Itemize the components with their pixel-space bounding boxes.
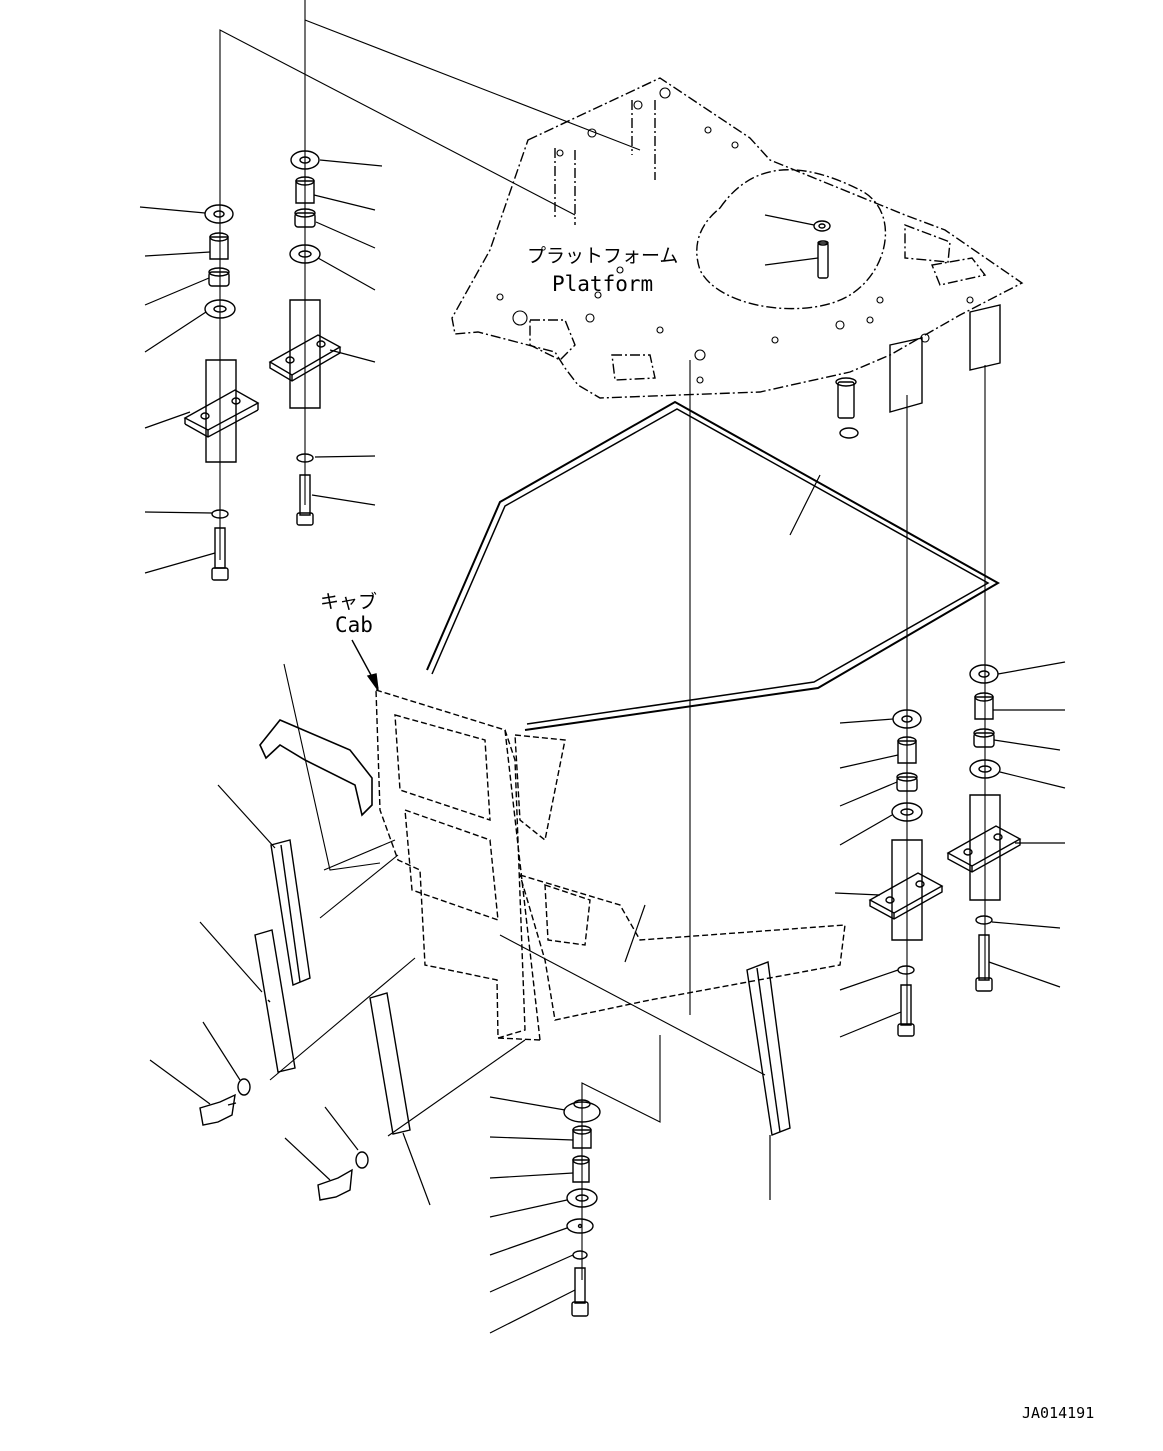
platform-label-jp: プラットフォーム xyxy=(527,245,679,267)
assembly-center-lines xyxy=(220,0,985,1280)
platform-outline xyxy=(452,78,1022,398)
trim-strip-1 xyxy=(271,840,310,985)
cab-pointer-arrow xyxy=(352,640,378,690)
seal-strip xyxy=(427,402,998,730)
mount-stack-right-2 xyxy=(948,665,1020,991)
trim-plate-2 xyxy=(255,930,295,1072)
mount-stack-left-1 xyxy=(185,205,258,580)
platform-spacer-blocks xyxy=(890,305,1000,412)
bolt-left-2 xyxy=(318,1152,368,1200)
bolt-left-1 xyxy=(200,1079,250,1125)
platform-label-en: Platform xyxy=(552,272,654,296)
cab-label-jp: キャブ xyxy=(320,591,378,613)
platform-bolt xyxy=(836,378,858,438)
handrail xyxy=(260,720,372,815)
drawing-id: JA014191 xyxy=(1022,1404,1095,1422)
inner-bolt xyxy=(814,221,830,278)
platform-holes xyxy=(497,88,973,383)
trim-strip-4 xyxy=(747,962,790,1135)
trim-plate-3 xyxy=(370,993,410,1134)
cab-outline xyxy=(376,690,845,1040)
leader-lines xyxy=(140,160,1065,1333)
cab-label-en: Cab xyxy=(335,613,373,637)
mount-stack-right-1 xyxy=(870,710,942,1036)
